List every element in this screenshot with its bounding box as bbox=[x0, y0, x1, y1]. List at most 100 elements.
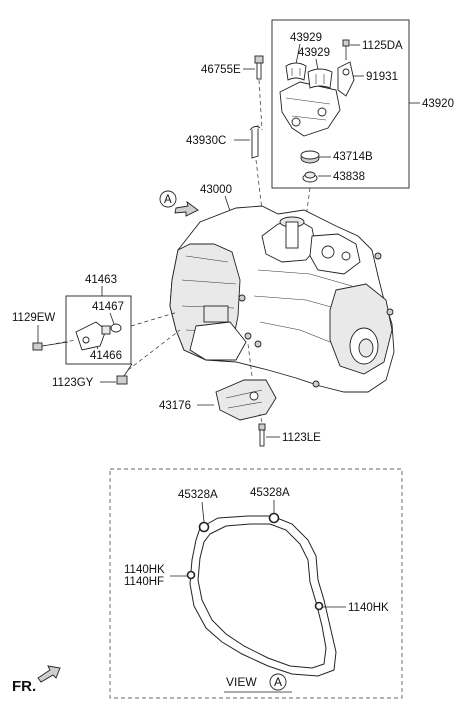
bracket-hole bbox=[291, 117, 301, 127]
dashed-ref-43176 bbox=[247, 343, 253, 377]
label-91931: 91931 bbox=[366, 71, 398, 83]
bracket-43176 bbox=[215, 379, 277, 421]
transmission-housing-group: 43000 A bbox=[159, 184, 395, 393]
fork-bushing bbox=[101, 325, 111, 335]
label-45328A-right: 45328A bbox=[250, 487, 290, 499]
label-46755E: 46755E bbox=[201, 64, 241, 76]
dashed-ref-41463 bbox=[130, 311, 179, 327]
fr-label: FR. bbox=[12, 678, 36, 695]
housing-bolt bbox=[386, 308, 394, 316]
selector-boss bbox=[321, 245, 335, 259]
clip-43929-b bbox=[307, 68, 333, 89]
label-41463: 41463 bbox=[85, 274, 117, 286]
leader-43929-b bbox=[315, 58, 319, 71]
bushing-43838-top bbox=[304, 171, 316, 179]
dashed-ref-1123GY bbox=[127, 329, 181, 371]
assembly-43920-box bbox=[271, 19, 410, 189]
label-41467: 41467 bbox=[92, 301, 124, 313]
bolt-46755E-group: 46755E bbox=[201, 55, 264, 131]
selector-boss bbox=[341, 251, 351, 261]
label-1140HK-left: 1140HK bbox=[124, 564, 165, 576]
label-1140HK-right: 1140HK bbox=[348, 602, 389, 614]
housing-bolt bbox=[238, 294, 246, 302]
label-1129EW: 1129EW bbox=[12, 312, 55, 324]
label-45328A-left: 45328A bbox=[178, 489, 218, 501]
dashed-ref-46755E bbox=[258, 79, 263, 131]
shift-lever-assembly-group: 43920 43929 43929 1125DA 91931 43714B 43… bbox=[271, 19, 454, 189]
case-window bbox=[203, 305, 229, 323]
assembly-41463-box bbox=[65, 295, 132, 365]
label-43929-b: 43929 bbox=[298, 47, 330, 59]
clip-43929-a bbox=[285, 62, 307, 81]
front-arrow-icon bbox=[37, 665, 61, 683]
bolt-46755E-shank bbox=[256, 62, 262, 80]
gasket-outer bbox=[189, 515, 337, 677]
housing-bolt bbox=[374, 252, 382, 260]
lever-pin bbox=[342, 68, 350, 76]
shift-shaft bbox=[285, 221, 299, 249]
pin-43930C-head bbox=[249, 125, 261, 131]
label-43714B: 43714B bbox=[333, 151, 373, 163]
view-marker-circle bbox=[159, 190, 177, 208]
bolt-1123LE-head bbox=[258, 423, 266, 431]
lower-case-section bbox=[189, 321, 247, 361]
label-43838: 43838 bbox=[333, 171, 365, 183]
view-direction-arrow bbox=[174, 200, 199, 217]
bracket-hole bbox=[317, 107, 327, 117]
o-ring-45328A-left bbox=[198, 521, 210, 533]
leader-45328A-left bbox=[201, 501, 205, 523]
dashed-ref-43930C bbox=[255, 159, 263, 211]
ring-41467 bbox=[110, 323, 122, 333]
gasket-inner bbox=[197, 523, 327, 669]
view-caption-circle bbox=[269, 673, 287, 691]
label-43920: 43920 bbox=[422, 98, 454, 110]
view-a-panel: 45328A 45328A 1140HK 1140HF 1140HK VIEW … bbox=[109, 468, 403, 699]
view-a-frame bbox=[109, 468, 403, 699]
bolt-1123GY-head bbox=[116, 375, 128, 385]
shift-bracket-plate bbox=[279, 81, 341, 137]
bolt-1123LE-shank bbox=[259, 429, 265, 447]
view-caption-letter: A bbox=[274, 675, 282, 689]
output-shaft bbox=[358, 338, 374, 358]
label-1123GY: 1123GY bbox=[52, 377, 94, 389]
lever-91931 bbox=[337, 61, 355, 97]
bracket-43176-hole bbox=[249, 391, 259, 401]
dashed-ref-1123LE bbox=[259, 413, 263, 423]
view-marker-letter: A bbox=[164, 194, 172, 206]
leader-41467 bbox=[109, 312, 115, 325]
dowel-1140HK-1140HF bbox=[186, 570, 196, 580]
bolt-1123LE-group: 1123LE bbox=[258, 413, 321, 447]
fork-bracket-41466 bbox=[75, 321, 107, 351]
label-1123LE: 1123LE bbox=[282, 432, 321, 444]
front-direction-marker: FR. bbox=[12, 665, 61, 695]
dashed-ref-1129EW bbox=[41, 339, 77, 347]
label-1125DA: 1125DA bbox=[362, 40, 403, 52]
pin-43930C-group: 43930C bbox=[186, 125, 263, 211]
bolt-1129EW-group: 1129EW bbox=[12, 312, 77, 351]
shift-mechanism-cover bbox=[309, 233, 361, 275]
housing-bolt bbox=[254, 340, 262, 348]
housing-bolt bbox=[244, 332, 252, 340]
bracket-43176-group: 43176 bbox=[159, 343, 277, 421]
bolt-1125DA-head bbox=[342, 39, 350, 47]
o-ring-45328A-right bbox=[268, 512, 280, 524]
pin-43930C bbox=[251, 125, 259, 159]
label-43176: 43176 bbox=[159, 400, 191, 412]
dowel-1140HK-right bbox=[314, 601, 324, 611]
fork-bracket-hole bbox=[82, 336, 90, 344]
bolt-46755E-head bbox=[254, 55, 264, 64]
leader-43929-a bbox=[295, 43, 301, 65]
seal-43714B-top bbox=[300, 150, 320, 160]
release-fork-assembly-group: 41463 41467 41466 bbox=[65, 274, 179, 365]
housing-bolt bbox=[312, 380, 320, 388]
view-caption: VIEW bbox=[226, 675, 257, 689]
label-43000: 43000 bbox=[200, 184, 232, 196]
bolt-1129EW-head bbox=[32, 342, 43, 351]
label-1140HF: 1140HF bbox=[124, 576, 164, 588]
label-43930C: 43930C bbox=[186, 135, 226, 147]
label-43929-a: 43929 bbox=[290, 32, 322, 44]
bolt-1129EW-shank bbox=[41, 341, 69, 347]
bolt-1123GY-group: 1123GY bbox=[52, 329, 181, 389]
label-41466: 41466 bbox=[90, 350, 122, 362]
